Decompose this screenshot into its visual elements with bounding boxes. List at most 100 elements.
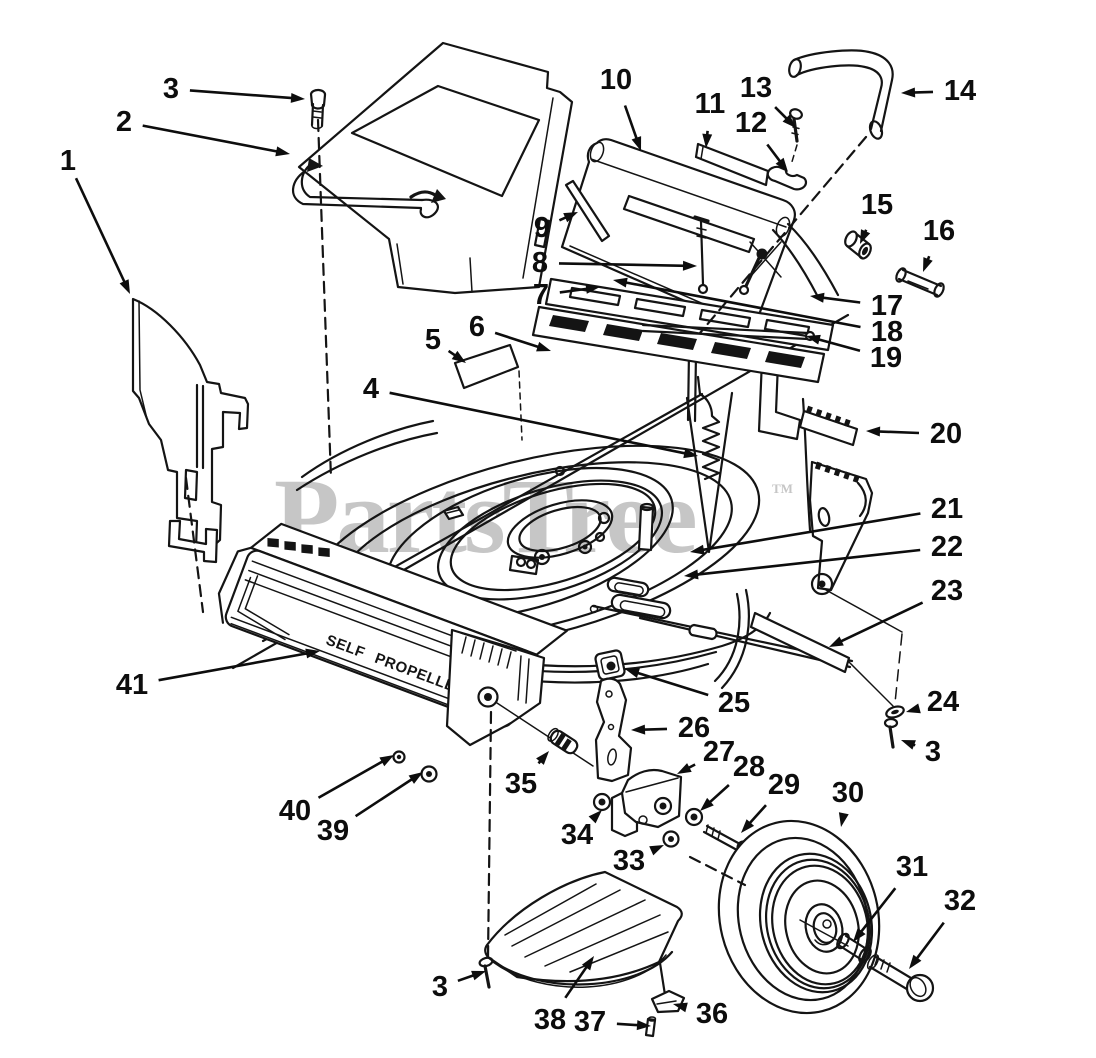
callout-number: 38 [534,1004,566,1036]
callout-2[interactable]: 2 [116,106,290,157]
height-adjuster-racks [798,405,874,596]
callout-arrowhead [275,146,290,157]
callout-3[interactable]: 3 [163,73,305,105]
callout-19[interactable]: 19 [806,334,902,374]
callout-arrowhead [853,927,866,942]
control-panel [560,108,945,333]
callout-number: 19 [870,342,902,374]
callout-number: 1 [60,145,76,177]
callout-5[interactable]: 5 [425,324,466,363]
front-shroud: SELF PROPELLED [217,522,594,767]
engine-cover [292,41,574,295]
callout-number: 4 [363,373,379,405]
callout-arrowhead [536,341,551,352]
callout-22[interactable]: 22 [684,531,963,580]
callout-number: 9 [534,212,550,244]
callout-leader-line [74,177,127,285]
callout-3[interactable]: 3 [901,736,941,768]
callout-10[interactable]: 10 [600,64,642,151]
callout-37[interactable]: 37 [574,1006,651,1038]
callout-20[interactable]: 20 [866,418,962,450]
callout-26[interactable]: 26 [631,712,710,744]
callout-number: 8 [532,247,548,279]
callout-arrowhead [625,668,640,678]
callout-leader-line [820,296,861,304]
callout-number: 31 [896,851,928,883]
callout-number: 11 [695,88,726,120]
callout-leader-line [700,512,921,552]
callout-leader-line [766,143,783,164]
callout-36[interactable]: 36 [673,998,728,1030]
callout-3[interactable]: 3 [432,970,486,1003]
callout-number: 39 [317,815,349,847]
callout-9[interactable]: 9 [534,212,578,244]
callout-40[interactable]: 40 [279,755,394,827]
callout-leader-line [816,337,861,353]
callout-7[interactable]: 7 [533,279,600,311]
callout-arrowhead [702,133,713,148]
callout-leader-line [747,804,767,826]
callout-4[interactable]: 4 [363,373,698,459]
callout-6[interactable]: 6 [469,311,551,352]
callout-15[interactable]: 15 [860,189,893,244]
callout-arrowhead [741,819,755,833]
callout-number: 13 [740,72,772,104]
callout-leader-line [858,887,897,935]
callout-number: 27 [703,736,735,768]
callout-21[interactable]: 21 [690,493,963,555]
callout-34[interactable]: 34 [561,810,602,851]
callout-1[interactable]: 1 [60,145,130,294]
callout-leader-line [623,105,639,142]
callout-number: 5 [425,324,441,356]
callout-12[interactable]: 12 [735,107,788,172]
callout-39[interactable]: 39 [317,772,423,847]
callout-35[interactable]: 35 [505,751,549,800]
deck-baffle-bars [531,277,835,384]
callout-29[interactable]: 29 [741,769,800,833]
callout-8[interactable]: 8 [532,247,697,279]
callout-arrowhead [677,763,692,774]
callout-number: 3 [432,971,448,1003]
callout-arrowhead [683,448,698,459]
callout-28[interactable]: 28 [700,751,765,811]
callout-arrowhead [536,751,549,765]
callout-arrowhead [305,648,320,659]
callout-leader-line [389,391,688,456]
callout-16[interactable]: 16 [923,215,955,272]
callout-33[interactable]: 33 [613,845,664,877]
callout-27[interactable]: 27 [677,736,735,774]
callout-25[interactable]: 25 [625,668,750,719]
callout-number: 16 [923,215,955,247]
callout-arrowhead [119,279,130,294]
side-baffle [131,297,250,564]
callout-23[interactable]: 23 [829,575,963,647]
callout-arrowhead [923,257,933,272]
callout-38[interactable]: 38 [534,956,594,1036]
callout-32[interactable]: 32 [909,885,976,969]
callout-arrowhead [408,772,423,784]
callout-leader-line [635,671,709,697]
callout-arrowhead [673,1002,688,1013]
callout-13[interactable]: 13 [740,72,796,128]
callout-number: 12 [735,107,767,139]
callout-41[interactable]: 41 [116,648,320,701]
callout-number: 29 [768,769,800,801]
callout-leader-line [774,106,790,122]
callout-24[interactable]: 24 [906,686,959,718]
callout-11[interactable]: 11 [695,88,726,148]
callout-number: 21 [931,493,963,525]
adjuster-rod [589,589,905,749]
callout-number: 17 [871,290,903,322]
callout-14[interactable]: 14 [901,75,976,107]
callout-30[interactable]: 30 [832,777,864,827]
callout-18[interactable]: 18 [613,277,903,348]
callout-arrowhead [682,260,697,271]
callout-leader-line [564,964,589,999]
callout-number: 14 [944,75,976,107]
rear-wheel [717,819,935,1015]
callout-17[interactable]: 17 [810,290,903,322]
callout-number: 34 [561,819,593,851]
callout-31[interactable]: 31 [853,851,928,942]
